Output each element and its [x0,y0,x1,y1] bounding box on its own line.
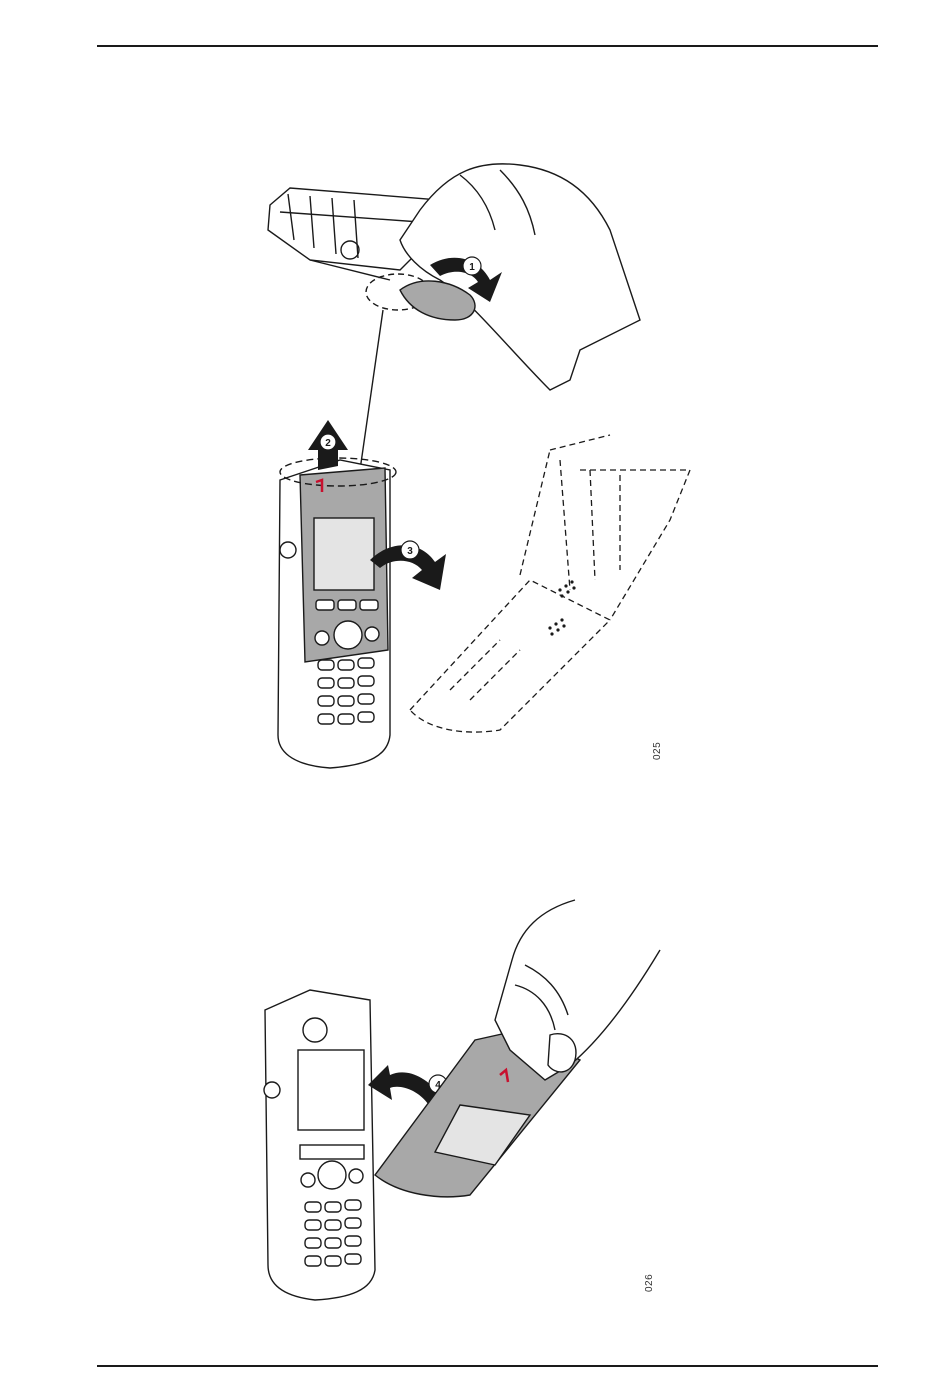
figure-remove-cover: 1 2 [250,150,710,780]
figure-code-1: 025 [652,742,663,760]
hand-icon [400,164,640,390]
phone-icon [264,990,375,1300]
figure-cover-removed: 4 [250,890,710,1310]
ghost-cover-illustration [410,435,690,732]
step-badge-2: 2 [325,438,331,449]
phone-icon [278,458,396,768]
top-rule [97,45,878,47]
bottom-rule [97,1365,878,1367]
ghost-dots [548,580,575,635]
hand-icon [495,900,660,1080]
figure-code-2: 026 [644,1274,655,1292]
leader-line [360,310,383,470]
step-badge-1: 1 [469,262,475,273]
step-badge-3: 3 [407,546,413,557]
